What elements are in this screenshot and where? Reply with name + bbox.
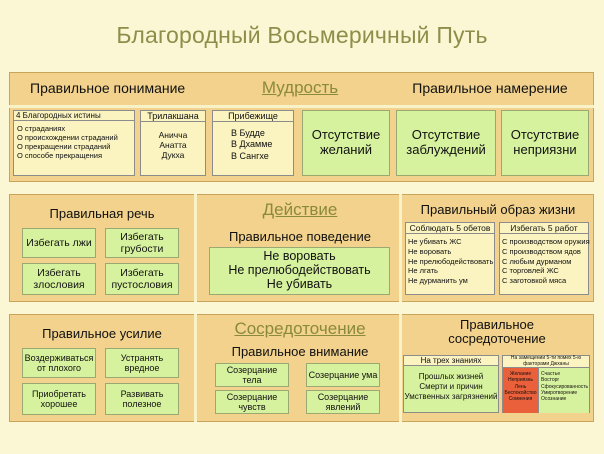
absence-desires-box: Отсутствие желаний bbox=[302, 110, 390, 176]
refuge-item: В Сангхе bbox=[231, 150, 269, 161]
effort-item: Воздерживаться от плохого bbox=[22, 348, 96, 378]
mindfulness-item: Созерцание чувств bbox=[215, 390, 289, 414]
vow-item: Не лгать bbox=[408, 266, 438, 276]
five-jobs-heading: Избегать 5 работ bbox=[500, 223, 588, 234]
vow-item: Не воровать bbox=[408, 246, 452, 256]
conduct-item: Не убивать bbox=[266, 276, 333, 291]
four-truths-heading: 4 Благородных истины bbox=[14, 111, 134, 121]
effort-item: Приобретать хорошее bbox=[22, 383, 96, 415]
speech-item: Избегать злословия bbox=[22, 263, 96, 295]
mindfulness-item: Созерцание ума bbox=[306, 363, 380, 387]
right-intention-label: Правильное намерение bbox=[412, 80, 568, 96]
job-item: С производством оружия bbox=[502, 237, 590, 246]
trilakshana-item: Анатта bbox=[159, 140, 187, 151]
absence-delusion-box: Отсутствие заблуждений bbox=[396, 110, 496, 176]
trilakshana-box: Трилакшана Аничча Анатта Дукха bbox=[140, 110, 206, 176]
job-item: С торговлей ЖС bbox=[502, 266, 559, 276]
hindrance-item: Неприязнь bbox=[507, 377, 534, 384]
factors-box: Счастье Восторг Сфокусированность Умирот… bbox=[539, 368, 589, 413]
three-knowledge-heading: На трех знаниях bbox=[404, 356, 498, 366]
knowledge-item: Смерти и причин bbox=[419, 382, 483, 391]
truth-item: О прекращении страданий bbox=[17, 142, 111, 151]
speech-item: Избегать грубости bbox=[105, 228, 179, 258]
page-title: Благородный Восьмеричный Путь bbox=[116, 22, 488, 48]
refuge-box: Прибежище В Будде В Дхамме В Сангхе bbox=[212, 110, 294, 176]
vow-item: Не убивать ЖС bbox=[408, 237, 462, 246]
right-understanding-label: Правильное понимание bbox=[30, 80, 186, 96]
right-conduct-label: Правильное поведение bbox=[228, 229, 372, 244]
refuge-item: В Дхамме bbox=[231, 139, 273, 150]
conduct-item: Не воровать bbox=[263, 249, 336, 264]
right-livelihood-label: Правильный образ жизни bbox=[420, 202, 576, 217]
vow-item: Не дурманить ум bbox=[408, 276, 468, 285]
speech-item: Избегать лжи bbox=[22, 228, 96, 258]
absence-hostility-box: Отсутствие неприязни bbox=[501, 110, 589, 176]
trilakshana-heading: Трилакшана bbox=[141, 111, 205, 122]
jhana-heading: На замещении 5-ти помех 5-ю факторами Дж… bbox=[503, 355, 589, 368]
wisdom-header: Мудрость bbox=[261, 78, 339, 97]
three-knowledge-box: На трех знаниях Прошлых жизней Смерти и … bbox=[403, 355, 499, 413]
refuge-heading: Прибежище bbox=[213, 111, 293, 122]
factor-item: Осознание bbox=[541, 396, 567, 402]
effort-item: Развивать полезное bbox=[105, 383, 179, 415]
knowledge-item: Прошлых жизней bbox=[418, 372, 484, 381]
conduct-box: Не воровать Не прелюбодействовать Не уби… bbox=[209, 247, 390, 295]
refuge-item: В Будде bbox=[231, 128, 265, 138]
trilakshana-item: Дукха bbox=[161, 150, 185, 161]
action-header: Действие bbox=[262, 200, 338, 219]
vow-item: Не прелюбодействовать bbox=[408, 256, 494, 266]
truth-item: О страданиях bbox=[17, 124, 66, 133]
truth-item: О способе прекращения bbox=[17, 151, 103, 160]
truth-item: О происхождении страданий bbox=[17, 133, 118, 142]
conduct-item: Не прелюбодействовать bbox=[228, 263, 371, 278]
job-item: С заготовкой мяса bbox=[502, 276, 567, 285]
hindrances-box: Желание Неприязнь Лень Беспокойство Сомн… bbox=[503, 368, 539, 413]
hindrance-item: Желание bbox=[509, 371, 532, 377]
factor-item: Умиротворение bbox=[541, 389, 578, 396]
hindrance-item: Лень bbox=[514, 383, 527, 390]
jhana-box: На замещении 5-ти помех 5-ю факторами Дж… bbox=[502, 355, 590, 413]
right-concentration-label: Правильное сосредоточение bbox=[448, 317, 546, 346]
hindrance-item: Сомнения bbox=[508, 396, 533, 402]
right-effort-label: Правильное усилие bbox=[42, 326, 162, 341]
five-jobs-box: Избегать 5 работ С производством оружия … bbox=[499, 222, 590, 295]
job-item: С любым дурманом bbox=[502, 256, 572, 266]
mindfulness-item: Созерцание тела bbox=[215, 363, 289, 387]
factor-item: Сфокусированность bbox=[541, 383, 589, 390]
job-item: С производством ядов bbox=[502, 246, 581, 256]
knowledge-item: Умственных загрязнений bbox=[404, 392, 498, 401]
right-speech-label: Правильная речь bbox=[49, 206, 155, 221]
right-mindfulness-label: Правильное внимание bbox=[231, 344, 369, 359]
concentration-header: Сосредоточение bbox=[234, 319, 366, 338]
mindfulness-item: Созерцание явлений bbox=[306, 390, 380, 414]
five-vows-box: Соблюдать 5 обетов Не убивать ЖС Не воро… bbox=[405, 222, 495, 295]
effort-item: Устранять вредное bbox=[105, 348, 179, 378]
speech-item: Избегать пустословия bbox=[105, 263, 179, 295]
five-vows-heading: Соблюдать 5 обетов bbox=[406, 223, 494, 234]
factor-item: Счастье bbox=[541, 371, 561, 377]
hindrance-item: Беспокойство bbox=[504, 389, 537, 396]
trilakshana-item: Аничча bbox=[158, 130, 188, 140]
four-truths-box: 4 Благородных истины О страданиях О прои… bbox=[13, 110, 135, 176]
factor-item: Восторг bbox=[541, 377, 560, 384]
